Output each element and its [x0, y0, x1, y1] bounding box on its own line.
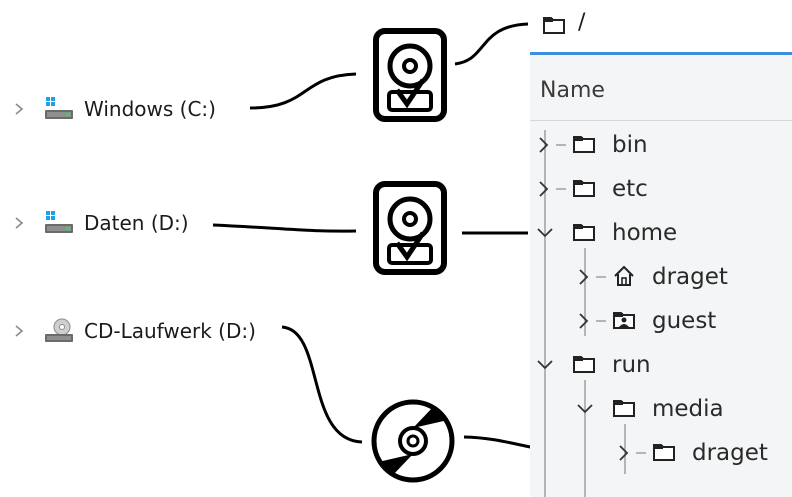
chevron-right-icon[interactable]	[12, 216, 26, 230]
windows-drive-icon	[44, 96, 74, 122]
connector-windows	[249, 72, 357, 110]
column-header-name[interactable]: Name	[540, 78, 605, 103]
connector-daten	[212, 223, 357, 233]
hard-disk-icon	[373, 181, 447, 275]
chevron-right-icon[interactable]	[12, 102, 26, 116]
tree-item-media[interactable]: media	[652, 396, 724, 422]
folder-icon	[542, 14, 566, 40]
tree-item-draget-media[interactable]: draget	[692, 440, 768, 466]
drive-label: Daten (D:)	[84, 211, 189, 235]
folder-icon	[612, 397, 636, 423]
connector-windows-right	[454, 22, 529, 66]
folder-icon	[652, 441, 676, 467]
user-folder-icon	[612, 309, 636, 335]
folder-icon	[572, 353, 596, 379]
file-manager-panel: / Name bin e	[530, 0, 792, 497]
cd-drive-icon	[44, 318, 74, 344]
tree-item-guest[interactable]: guest	[652, 308, 717, 334]
folder-icon	[572, 133, 596, 159]
chevron-right-icon[interactable]	[12, 324, 26, 338]
path-bar-separator	[530, 52, 792, 55]
tree-item-home[interactable]: home	[612, 220, 678, 246]
drive-label: Windows (C:)	[84, 97, 216, 121]
path-text: /	[578, 10, 586, 35]
tree-guides	[537, 130, 646, 497]
drive-label: CD-Laufwerk (D:)	[84, 319, 256, 343]
connector-cd	[281, 325, 363, 444]
optical-disc-icon	[371, 399, 455, 483]
drive-row-windows[interactable]: Windows (C:)	[12, 94, 216, 124]
tree-item-draget-home[interactable]: draget	[652, 264, 728, 290]
folder-icon	[572, 177, 596, 203]
windows-drive-icon	[44, 210, 74, 236]
header-divider	[530, 120, 792, 121]
tree-item-run[interactable]: run	[612, 352, 651, 378]
tree-item-etc[interactable]: etc	[612, 176, 648, 202]
path-bar[interactable]: /	[530, 0, 792, 52]
drive-row-cd[interactable]: CD-Laufwerk (D:)	[12, 316, 256, 346]
tree-item-bin[interactable]: bin	[612, 132, 648, 158]
home-folder-icon	[612, 264, 636, 292]
hard-disk-icon	[373, 28, 447, 122]
folder-icon	[572, 221, 596, 247]
drive-row-daten[interactable]: Daten (D:)	[12, 208, 189, 238]
